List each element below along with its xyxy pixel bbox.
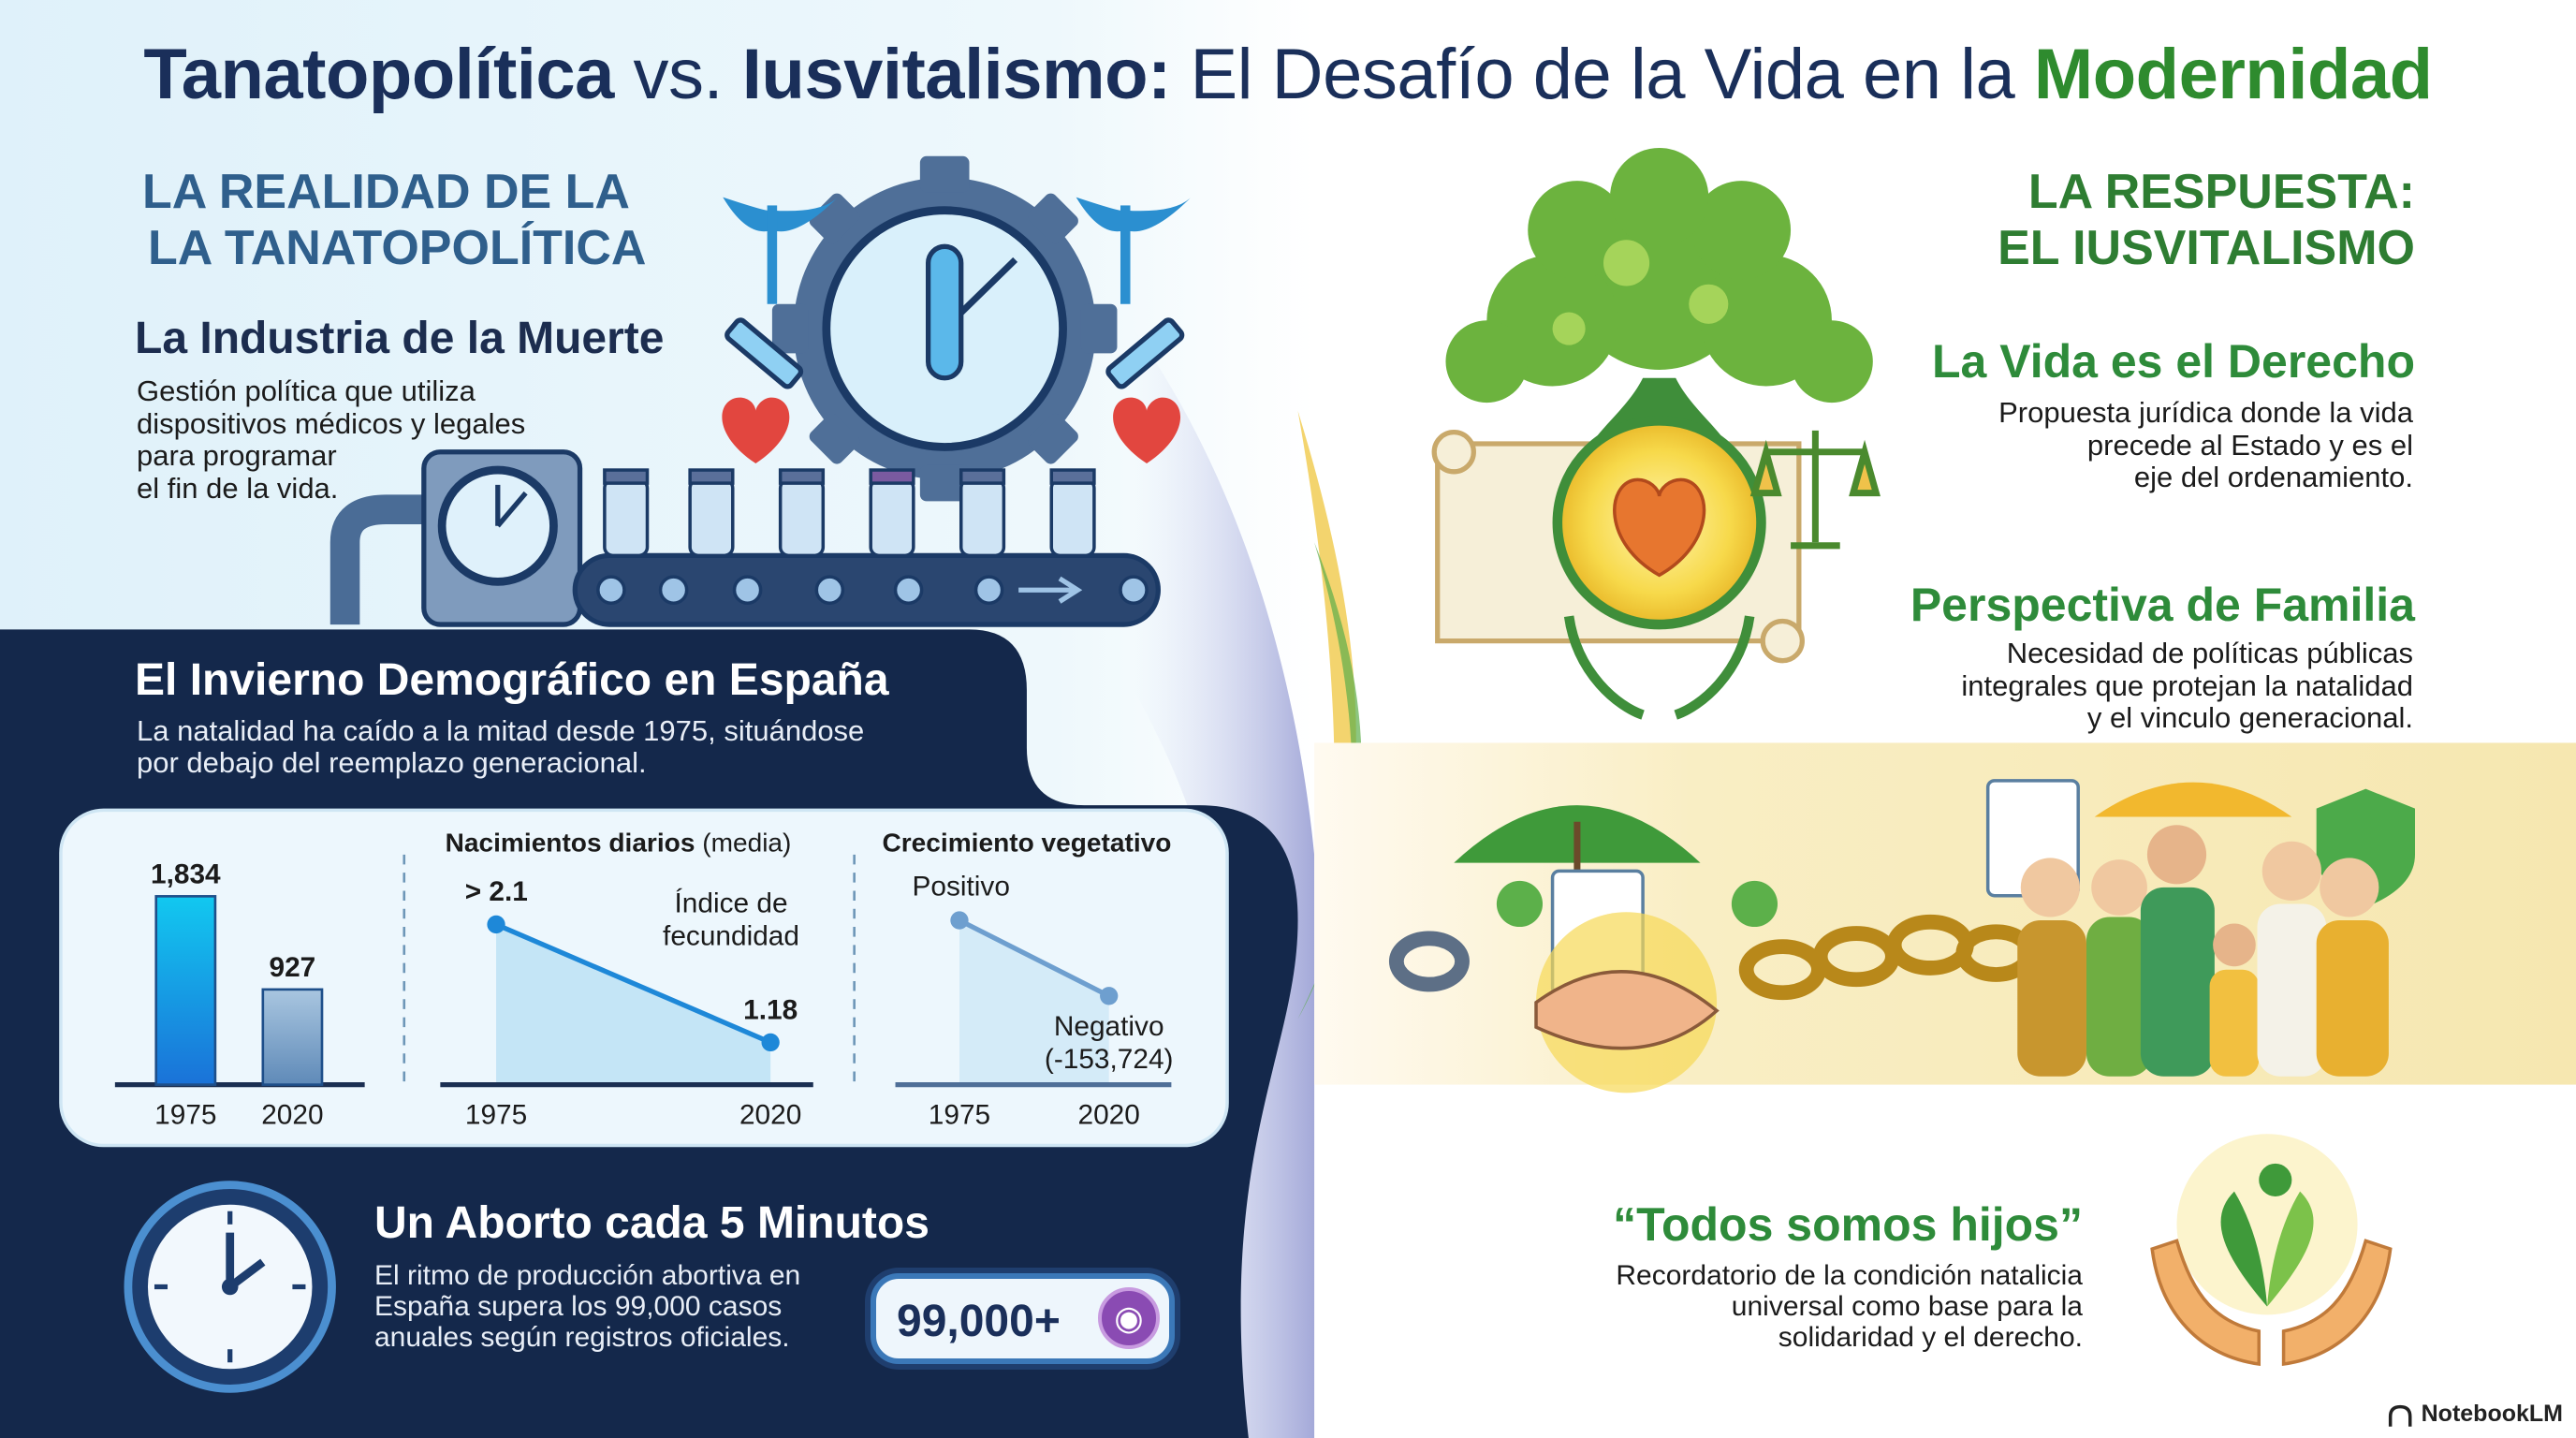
body-line: y el vinculo generacional. (2086, 701, 2413, 734)
title-iusvitalismo: Iusvitalismo: (741, 35, 1172, 114)
section-label-line: LA TANATOPOLÍTICA (148, 221, 647, 275)
body-line: España supera los 99,000 casos (374, 1291, 783, 1322)
body-line: El ritmo de producción abortiva en (374, 1260, 801, 1291)
section-label-line: LA REALIDAD DE LA (142, 165, 630, 219)
industry-heading: La Industria de la Muerte (135, 314, 665, 363)
bar-value-label: 927 (270, 952, 316, 983)
chart3-line (958, 917, 1110, 999)
x-tick-label: 2020 (1078, 1100, 1140, 1131)
body-line: Necesidad de políticas públicas (2006, 637, 2413, 669)
caduceus-icon (723, 197, 1192, 304)
notebooklm-brand: NotebookLM (2421, 1401, 2563, 1427)
ribbon-green (1297, 542, 1362, 1020)
x-tick-label: 1975 (465, 1100, 527, 1131)
vial-icons (603, 468, 1096, 558)
x-tick-label: 2020 (739, 1100, 801, 1131)
winter-heading: El Invierno Demográfico en España (135, 655, 889, 705)
data-label: (-153,724) (1045, 1044, 1174, 1075)
winter-body: La natalidad ha caído a la mitad desde 1… (137, 715, 864, 779)
data-point-1975 (487, 915, 505, 934)
body-line: dispositivos médicos y legales (137, 406, 526, 440)
annotation-label: fecundidad (663, 920, 799, 951)
chart2-title: Nacimientos diarios (media) (446, 828, 792, 857)
clock-icon (124, 1181, 336, 1393)
vida-body: Propuesta jurídica donde la vida precede… (1998, 396, 2413, 494)
body-line: solidaridad y el derecho. (1778, 1322, 2083, 1353)
vida-heading: La Vida es el Derecho (1932, 335, 2415, 388)
chart3-area (959, 920, 1109, 1085)
hands-sprout-icon (2150, 1134, 2393, 1367)
body-line: universal como base para la (1731, 1291, 2083, 1322)
body-line: La natalidad ha caído a la mitad desde 1… (137, 714, 865, 747)
bar-2020 (261, 988, 324, 1086)
body-line: integrales que protejan la natalidad (1961, 668, 2413, 702)
notebooklm-logo-icon (2388, 1404, 2412, 1427)
body-line: Gestión política que utiliza (137, 374, 476, 407)
chart2-area (496, 924, 771, 1085)
death-industry-illustration (329, 155, 1192, 627)
page-title: Tanatopolítica vs. Iusvitalismo: El Desa… (0, 34, 2576, 115)
chart2-line (495, 922, 772, 1045)
gear-icon (771, 155, 1118, 502)
industry-body: Gestión política que utiliza dispositivo… (137, 374, 526, 505)
pregnancy-icon: ◉ (1098, 1287, 1160, 1349)
title-modernidad: Modernidad (2033, 35, 2433, 114)
section-label-line: EL IUSVITALISMO (1998, 221, 2415, 275)
annotation-label: Índice de (674, 888, 787, 918)
section-label-tanatopolitica: LA REALIDAD DE LA LA TANATOPOLÍTICA (142, 164, 646, 276)
x-tick-label: 1975 (154, 1100, 216, 1131)
section-label-line: LA RESPUESTA: (2027, 165, 2415, 219)
body-line: anuales según registros oficiales. (374, 1322, 790, 1353)
heart-icon (722, 397, 1181, 464)
title-vs: vs. (613, 35, 742, 114)
hijos-body: Recordatorio de la condición natalicia u… (1616, 1260, 2083, 1353)
chart-card (59, 808, 1229, 1148)
data-label: Positivo (913, 872, 1010, 902)
body-line: para programar (137, 439, 337, 472)
title-middle: El Desafío de la Vida en la (1170, 35, 2034, 114)
x-tick-label: 2020 (261, 1100, 323, 1131)
familia-heading: Perspectiva de Familia (1910, 579, 2415, 631)
bar-1975 (154, 895, 217, 1086)
familia-body: Necesidad de políticas públicas integral… (1961, 637, 2413, 735)
hijos-heading: “Todos somos hijos” (1613, 1198, 2083, 1251)
tree-of-life-illustration (1431, 147, 1881, 720)
machine-icon (329, 449, 583, 627)
body-line: precede al Estado y es el (2086, 428, 2413, 462)
data-point-2020 (1100, 987, 1119, 1005)
syringe-icon (724, 317, 1185, 389)
charts: 1,834 1975 927 2020 Nacimientos diarios (med… (114, 828, 1174, 1131)
abortion-body: El ritmo de producción abortiva en Españ… (374, 1260, 800, 1353)
body-line: eje del ordenamiento. (2133, 461, 2413, 493)
family-group (2017, 825, 2389, 1077)
data-point-2020 (761, 1033, 780, 1052)
family-solidarity-illustration (1388, 779, 2415, 1093)
body-line: el fin de la vida. (137, 471, 339, 505)
body-line: Recordatorio de la condición natalicia (1616, 1260, 2083, 1291)
abortion-heading: Un Aborto cada 5 Minutos (374, 1198, 929, 1248)
chart3-title: Crecimiento vegetativo (882, 828, 1171, 857)
section-label-iusvitalismo: LA RESPUESTA: EL IUSVITALISMO (1998, 164, 2415, 276)
badge-value: 99,000+ (897, 1297, 1061, 1346)
title-tanatopolitica: Tanatopolítica (143, 35, 614, 114)
data-label: > 2.1 (465, 876, 528, 907)
x-tick-label: 1975 (929, 1100, 990, 1131)
body-line: Propuesta jurídica donde la vida (1998, 396, 2413, 429)
data-point-1975 (950, 911, 969, 930)
data-label: 1.18 (743, 994, 798, 1025)
body-line: por debajo del reemplazo generacional. (137, 746, 647, 779)
conveyor-belt (572, 552, 1161, 627)
scales-icon (1749, 430, 1881, 550)
data-label: Negativo (1054, 1011, 1164, 1042)
bar-value-label: 1,834 (151, 858, 221, 889)
abortion-count-badge: 99,000+ ◉ (871, 1273, 1175, 1364)
